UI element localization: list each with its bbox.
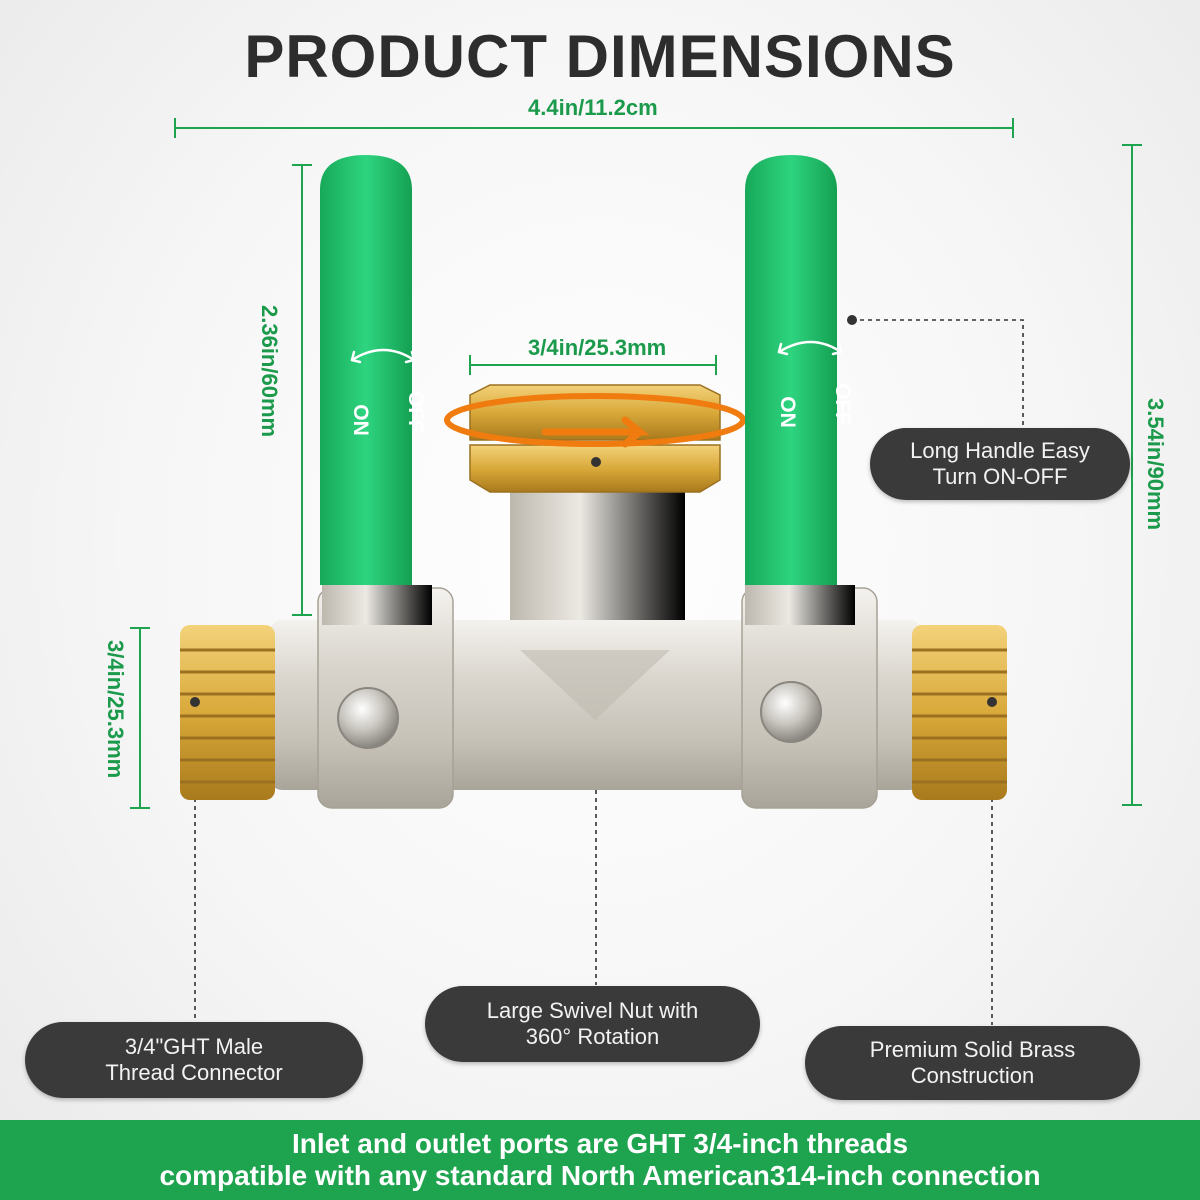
left-handle-off-label: OFF	[404, 391, 427, 433]
footer-line-2: compatible with any standard North Ameri…	[159, 1160, 1041, 1191]
callout-long-handle-line2: Turn ON-OFF	[932, 464, 1068, 489]
leader-dots	[190, 315, 997, 707]
footer-banner: Inlet and outlet ports are GHT 3/4-inch …	[0, 1120, 1200, 1200]
callout-swivel-nut-line1: Large Swivel Nut with	[486, 998, 699, 1023]
swivel-width-label: 3/4in/25.3mm	[528, 335, 667, 360]
callout-ght-thread: 3/4"GHT Male Thread Connector	[25, 1022, 363, 1098]
swivel-nut	[444, 384, 746, 493]
footer-line-1: Inlet and outlet ports are GHT 3/4-inch …	[291, 1128, 909, 1159]
callout-swivel-nut-line2: 360° Rotation	[525, 1024, 660, 1049]
right-handle-on-label: ON	[775, 396, 799, 428]
handle-height-label: 2.36in/60mm	[257, 305, 282, 438]
callout-ght-thread-line1: 3/4"GHT Male	[124, 1034, 264, 1059]
callout-long-handle: Long Handle Easy Turn ON-OFF	[870, 428, 1130, 500]
callout-solid-brass-line2: Construction	[910, 1063, 1035, 1088]
right-handle	[745, 155, 855, 625]
dimension-lines	[130, 118, 1142, 809]
left-handle	[320, 155, 432, 625]
callout-long-handle-line1: Long Handle Easy	[910, 438, 1090, 463]
rotate-arrow-icons	[350, 340, 843, 364]
callout-ght-thread-line2: Thread Connector	[105, 1060, 283, 1085]
right-handle-off-label: OFF	[831, 383, 854, 425]
right-thread	[912, 625, 1007, 800]
overall-height-label: 3.54in/90mm	[1143, 398, 1168, 531]
left-handle-on-label: ON	[348, 404, 372, 436]
callout-solid-brass-line1: Premium Solid Brass	[869, 1037, 1076, 1062]
callout-solid-brass: Premium Solid Brass Construction	[805, 1026, 1140, 1100]
callout-swivel-nut: Large Swivel Nut with 360° Rotation	[425, 986, 760, 1062]
port-height-label: 3/4in/25.3mm	[103, 640, 128, 779]
leader-lines	[194, 319, 1024, 1025]
left-thread	[180, 625, 275, 800]
overall-width-label: 4.4in/11.2cm	[528, 95, 658, 120]
page-title: PRODUCT DIMENSIONS	[244, 23, 956, 90]
